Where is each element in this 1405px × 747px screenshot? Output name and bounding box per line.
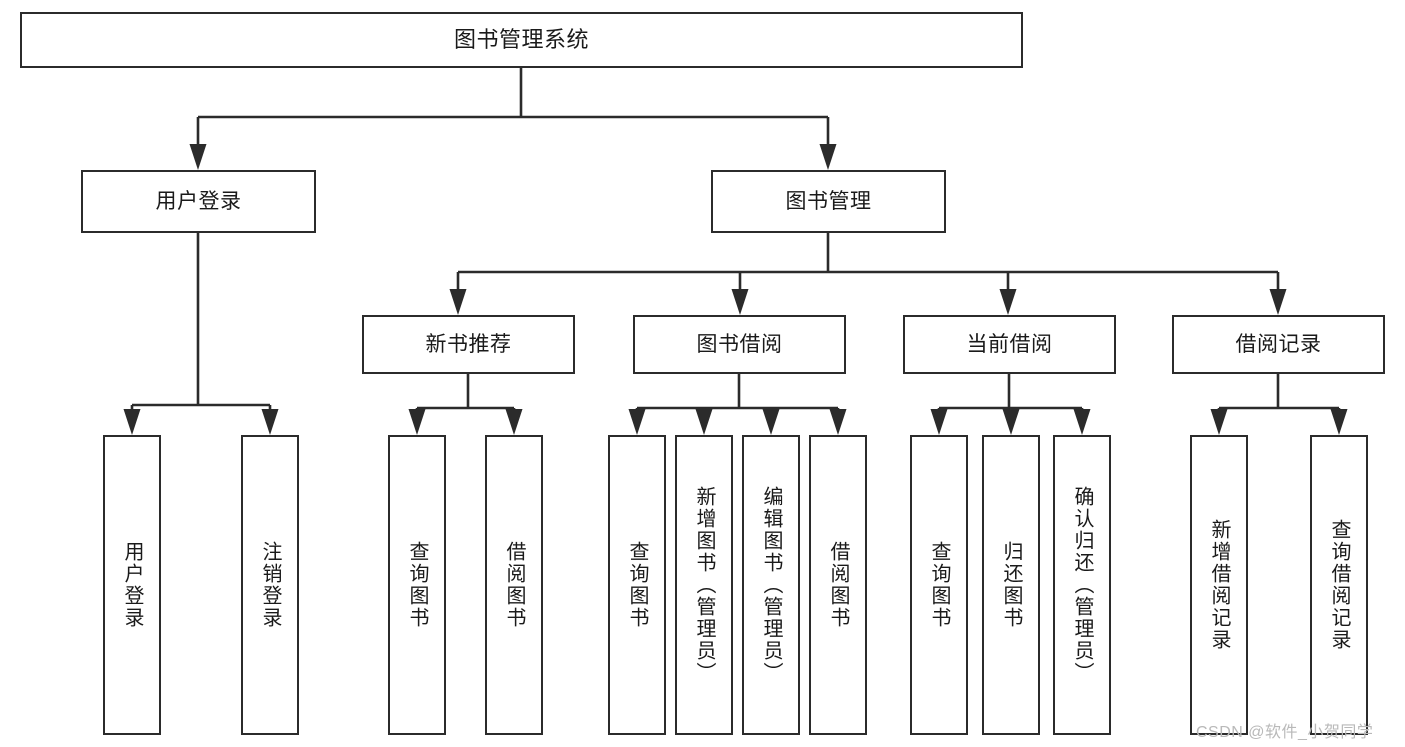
connector-arrowhead-current-borrow-children-1: [1002, 409, 1020, 435]
node-label-book-manage: 图书管理: [785, 189, 872, 213]
connector-arrowhead-root-to-level2-1: [819, 144, 837, 170]
node-label-leaf-add-book: 新增图书（管理员）: [693, 486, 715, 684]
node-leaf-add-book[interactable]: 新增图书（管理员）: [675, 435, 733, 735]
node-label-leaf-query-book-cur: 查询图书: [928, 541, 950, 629]
node-label-leaf-query-book: 查询图书: [626, 541, 648, 629]
node-label-leaf-query-record: 查询借阅记录: [1328, 519, 1350, 651]
connector-arrowhead-current-borrow-children-2: [1073, 409, 1091, 435]
node-leaf-user-login[interactable]: 用户登录: [103, 435, 161, 735]
node-leaf-return-book[interactable]: 归还图书: [982, 435, 1040, 735]
connector-arrowhead-book-borrow-children-2: [762, 409, 780, 435]
node-leaf-borrow-book[interactable]: 借阅图书: [809, 435, 867, 735]
connector-arrowhead-user-login-children-1: [261, 409, 279, 435]
node-leaf-query-record[interactable]: 查询借阅记录: [1310, 435, 1368, 735]
connector-arrowhead-new-book-rec-children-1: [505, 409, 523, 435]
node-leaf-query-book-rec[interactable]: 查询图书: [388, 435, 446, 735]
connector-arrowhead-new-book-rec-children-0: [408, 409, 426, 435]
node-leaf-edit-book[interactable]: 编辑图书（管理员）: [742, 435, 800, 735]
node-leaf-borrow-book-rec[interactable]: 借阅图书: [485, 435, 543, 735]
node-label-user-login: 用户登录: [155, 189, 242, 213]
node-leaf-logout[interactable]: 注销登录: [241, 435, 299, 735]
connector-arrowhead-book-borrow-children-3: [829, 409, 847, 435]
connector-arrowhead-root-to-level2-0: [189, 144, 207, 170]
node-borrow-record[interactable]: 借阅记录: [1172, 315, 1385, 374]
node-label-current-borrow: 当前借阅: [966, 332, 1053, 356]
connector-arrowhead-borrow-record-children-1: [1330, 409, 1348, 435]
connector-arrowhead-current-borrow-children-0: [930, 409, 948, 435]
connector-arrowhead-book-borrow-children-1: [695, 409, 713, 435]
node-user-login[interactable]: 用户登录: [81, 170, 316, 233]
node-label-leaf-user-login: 用户登录: [121, 541, 143, 629]
node-label-book-borrow: 图书借阅: [696, 332, 783, 356]
node-label-leaf-logout: 注销登录: [259, 541, 281, 629]
node-root[interactable]: 图书管理系统: [20, 12, 1023, 68]
connector-arrowhead-book-manage-children-1: [731, 289, 749, 315]
node-book-manage[interactable]: 图书管理: [711, 170, 946, 233]
node-label-leaf-return-book: 归还图书: [1000, 541, 1022, 629]
node-leaf-query-book[interactable]: 查询图书: [608, 435, 666, 735]
node-new-book-rec[interactable]: 新书推荐: [362, 315, 575, 374]
node-label-leaf-borrow-book-rec: 借阅图书: [503, 541, 525, 629]
node-book-borrow[interactable]: 图书借阅: [633, 315, 846, 374]
node-label-leaf-borrow-book: 借阅图书: [827, 541, 849, 629]
connector-arrowhead-book-manage-children-0: [449, 289, 467, 315]
connector-arrowhead-book-borrow-children-0: [628, 409, 646, 435]
connector-arrowhead-book-manage-children-3: [1269, 289, 1287, 315]
node-current-borrow[interactable]: 当前借阅: [903, 315, 1116, 374]
node-label-leaf-confirm-return: 确认归还（管理员）: [1071, 486, 1093, 684]
node-label-leaf-query-book-rec: 查询图书: [406, 541, 428, 629]
node-label-root: 图书管理系统: [453, 26, 589, 52]
node-leaf-query-book-cur[interactable]: 查询图书: [910, 435, 968, 735]
node-label-leaf-add-record: 新增借阅记录: [1208, 519, 1230, 651]
connector-arrowhead-book-manage-children-2: [999, 289, 1017, 315]
watermark-text: CSDN @软件_小贺同学: [1196, 724, 1374, 741]
node-label-leaf-edit-book: 编辑图书（管理员）: [760, 486, 782, 684]
node-leaf-add-record[interactable]: 新增借阅记录: [1190, 435, 1248, 735]
node-label-new-book-rec: 新书推荐: [425, 332, 512, 356]
connector-arrowhead-user-login-children-0: [123, 409, 141, 435]
connector-arrowhead-borrow-record-children-0: [1210, 409, 1228, 435]
node-label-borrow-record: 借阅记录: [1235, 332, 1322, 356]
node-leaf-confirm-return[interactable]: 确认归还（管理员）: [1053, 435, 1111, 735]
